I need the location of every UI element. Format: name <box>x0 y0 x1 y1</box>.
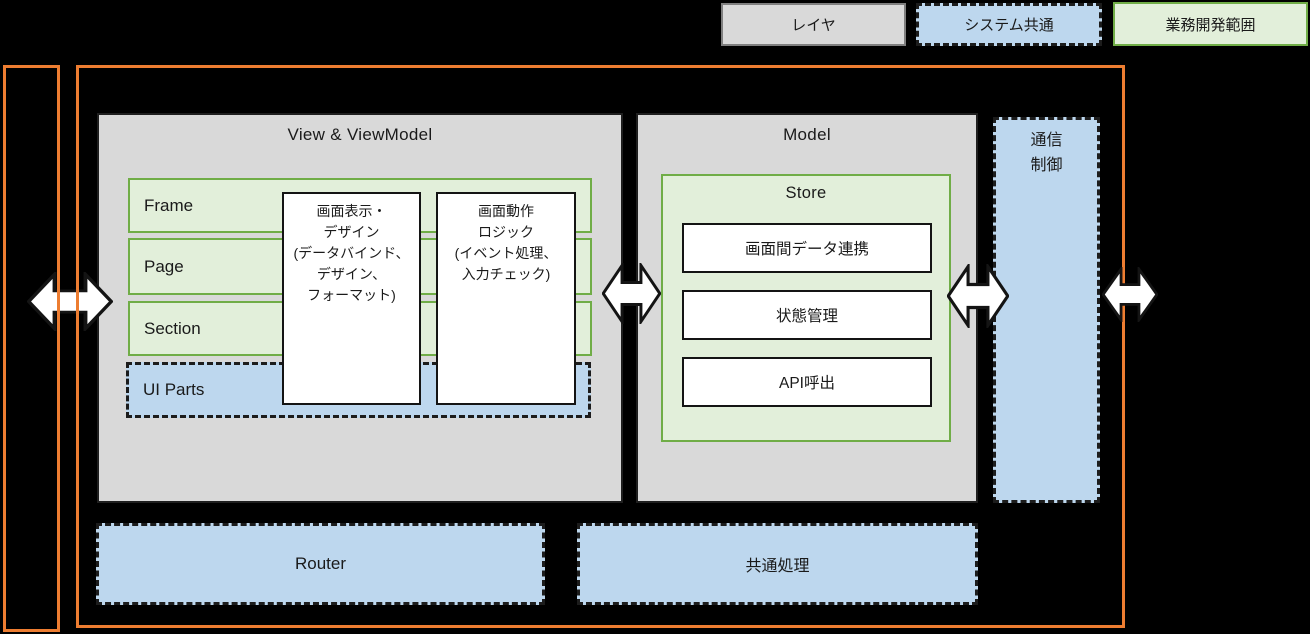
model-title: Model <box>783 125 831 144</box>
logic-line: (イベント処理、 <box>454 245 558 261</box>
legend-label-system-common: システム共通 <box>964 17 1054 34</box>
display-line: デザイン <box>323 224 380 240</box>
view-viewmodel-title: View & ViewModel <box>287 125 433 144</box>
router-box: Router <box>96 523 545 605</box>
section-label: Section <box>144 318 201 338</box>
model-comm-double-arrow-icon <box>947 264 1009 328</box>
legend-label-layer: レイヤ <box>791 17 836 34</box>
display-line: 画面表示・ <box>316 203 387 219</box>
router-label: Router <box>294 554 347 573</box>
common-process-label: 共通処理 <box>745 558 810 575</box>
comm-external-double-arrow-icon <box>1102 267 1158 322</box>
logic-line: 画面動作 <box>478 203 534 219</box>
comm-control-line2: 制御 <box>1030 156 1063 174</box>
store-item-data-link: 画面間データ連携 <box>682 223 932 273</box>
screen-logic-box: 画面動作 ロジック (イベント処理、 入力チェック) <box>436 192 576 405</box>
store-item-api-call-label: API呼出 <box>779 375 835 392</box>
view-model-double-arrow-icon <box>602 263 661 324</box>
store-item-api-call: API呼出 <box>682 357 932 407</box>
legend-label-business-dev-scope: 業務開発範囲 <box>1165 16 1256 34</box>
legend-item-business-dev-scope: 業務開発範囲 <box>1113 2 1308 46</box>
legend-item-layer: レイヤ <box>721 3 906 46</box>
logic-line: 入力チェック) <box>461 266 551 282</box>
comm-control-box: 通信 制御 <box>993 117 1100 503</box>
display-line: (データバインド、 <box>293 245 410 261</box>
common-process-box: 共通処理 <box>577 523 978 605</box>
page-label: Page <box>144 256 184 276</box>
store-item-data-link-label: 画面間データ連携 <box>744 241 869 258</box>
legend-item-system-common: システム共通 <box>916 3 1102 46</box>
comm-control-label: 通信 制御 <box>996 120 1097 179</box>
screen-logic-text: 画面動作 ロジック (イベント処理、 入力チェック) <box>438 194 574 285</box>
comm-control-line1: 通信 <box>1030 132 1063 149</box>
logic-line: ロジック <box>478 224 534 240</box>
store-item-state-management: 状態管理 <box>682 290 932 340</box>
display-line: フォーマット) <box>307 287 396 303</box>
external-scope-frame <box>3 65 60 632</box>
display-line: デザイン、 <box>316 266 387 282</box>
main-scope-frame <box>76 65 1125 628</box>
external-left-double-arrow-icon <box>27 272 113 331</box>
store-item-state-management-label: 状態管理 <box>775 308 838 325</box>
screen-display-design-box: 画面表示・ デザイン (データバインド、 デザイン、 フォーマット) <box>282 192 421 405</box>
screen-display-design-text: 画面表示・ デザイン (データバインド、 デザイン、 フォーマット) <box>284 194 419 306</box>
store-title: Store <box>785 184 827 202</box>
frame-label: Frame <box>144 195 194 215</box>
ui-parts-label: UI Parts <box>143 380 205 399</box>
